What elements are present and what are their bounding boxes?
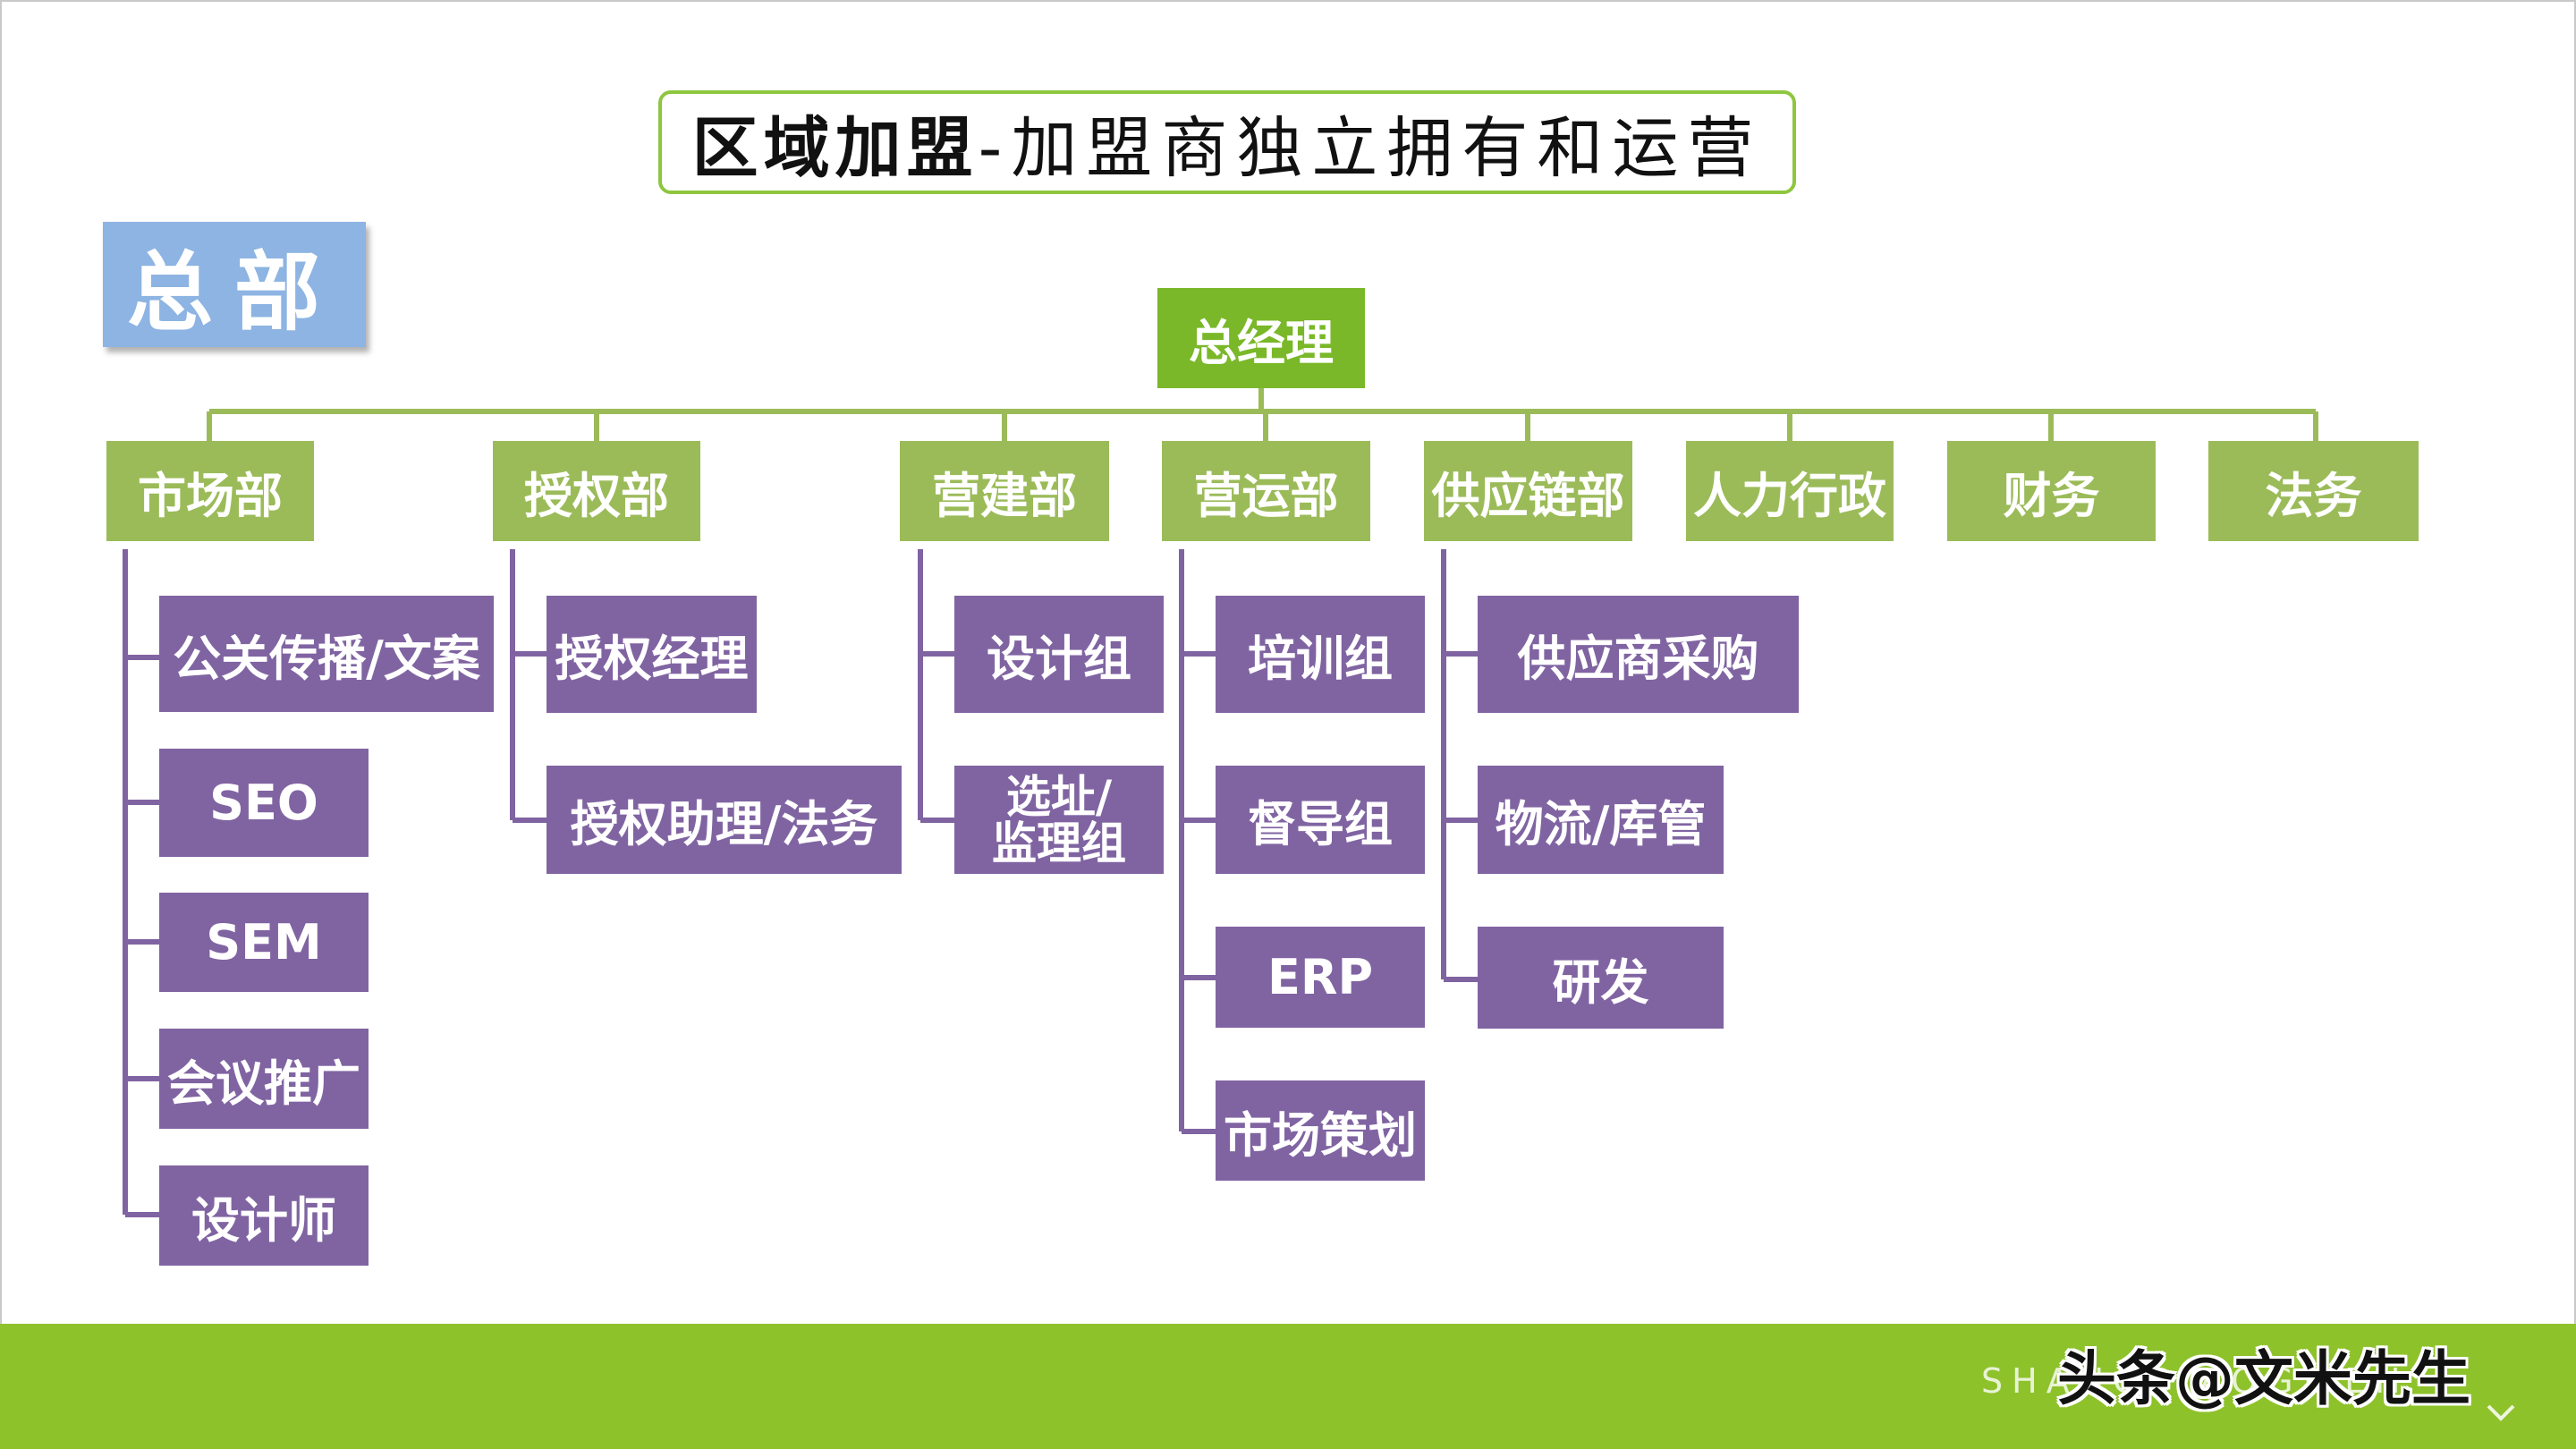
dept-legal: 法务 — [2208, 441, 2419, 541]
ops-item-erp: ERP — [1216, 927, 1425, 1028]
dept-auth: 授权部 — [493, 441, 700, 541]
dept-market: 市场部 — [106, 441, 314, 541]
build-item-design: 设计组 — [954, 596, 1164, 713]
dept-ops: 营运部 — [1162, 441, 1370, 541]
market-item-sem: SEM — [159, 893, 369, 992]
build-item-site: 选址/ 监理组 — [954, 766, 1164, 874]
ops-item-planning: 市场策划 — [1216, 1080, 1425, 1181]
supply-item-procurement: 供应商采购 — [1478, 596, 1799, 713]
chevron-down-icon — [2487, 1404, 2515, 1421]
dept-build: 营建部 — [900, 441, 1109, 541]
supply-item-logistics: 物流/库管 — [1478, 766, 1724, 874]
footer-bar — [0, 1324, 2576, 1449]
title-normal: -加盟商独立拥有和运营 — [978, 109, 1763, 187]
build-item-site-line2: 监理组 — [992, 817, 1126, 869]
market-item-pr: 公关传播/文案 — [159, 596, 494, 712]
market-item-conference: 会议推广 — [159, 1029, 369, 1129]
watermark: 头条@文米先生 — [2057, 1344, 2470, 1413]
ops-item-training: 培训组 — [1216, 596, 1425, 713]
footer-bg-text: SHANGBIAOGWEN — [1981, 1361, 2410, 1401]
slide-title: 区域加盟-加盟商独立拥有和运营 — [658, 90, 1796, 194]
market-item-seo: SEO — [159, 749, 369, 857]
supply-item-rnd: 研发 — [1478, 927, 1724, 1029]
ceo-box: 总经理 — [1157, 288, 1365, 388]
dept-finance: 财务 — [1947, 441, 2156, 541]
build-item-site-line1: 选址/ — [1005, 770, 1113, 823]
auth-item-manager: 授权经理 — [547, 596, 757, 713]
hq-label: 总部 — [103, 222, 366, 347]
ops-item-supervision: 督导组 — [1216, 766, 1425, 874]
dept-supply: 供应链部 — [1424, 441, 1632, 541]
market-item-designer: 设计师 — [159, 1165, 369, 1266]
dept-hr: 人力行政 — [1686, 441, 1894, 541]
title-bold: 区域加盟 — [691, 109, 979, 187]
auth-item-assistant: 授权助理/法务 — [547, 766, 902, 874]
